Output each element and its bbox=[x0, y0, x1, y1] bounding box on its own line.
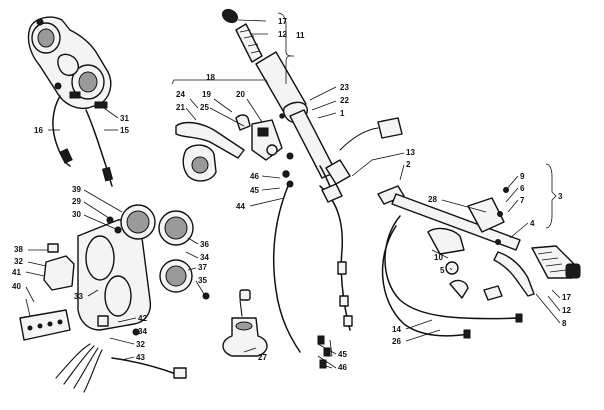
callout-11: 11 bbox=[296, 31, 305, 40]
ignition-switch bbox=[222, 289, 268, 357]
callout-19: 19 bbox=[202, 90, 211, 99]
callout-27: 27 bbox=[258, 353, 267, 362]
callout-5: 5 bbox=[440, 266, 445, 275]
callout-2: 2 bbox=[406, 160, 411, 169]
throttle-grip-assembly bbox=[221, 8, 308, 123]
callout-35: 35 bbox=[198, 276, 207, 285]
callout-39: 39 bbox=[72, 185, 81, 194]
callout-41: 41 bbox=[12, 268, 21, 277]
callout-34: 34 bbox=[200, 253, 209, 262]
callout-38: 38 bbox=[14, 245, 23, 254]
callout-28: 28 bbox=[428, 195, 437, 204]
callout-leaders bbox=[25, 12, 561, 369]
brake-lever-group bbox=[175, 113, 294, 188]
callout-31: 31 bbox=[120, 114, 129, 123]
callout-45: 45 bbox=[250, 186, 259, 195]
callout-25: 25 bbox=[200, 103, 209, 112]
callout-3: 3 bbox=[558, 192, 563, 201]
callout-44: 44 bbox=[236, 202, 245, 211]
callout-34b: 34 bbox=[138, 327, 147, 336]
callout-43: 43 bbox=[136, 353, 145, 362]
callout-30: 30 bbox=[72, 210, 81, 219]
callout-40: 40 bbox=[12, 282, 21, 291]
callout-10: 10 bbox=[434, 253, 443, 262]
callout-21: 21 bbox=[176, 103, 185, 112]
callout-46b: 46 bbox=[338, 363, 347, 372]
callout-17: 17 bbox=[278, 17, 287, 26]
callout-14: 14 bbox=[392, 325, 401, 334]
callout-36: 36 bbox=[200, 240, 209, 249]
callout-22: 22 bbox=[340, 96, 349, 105]
callout-26: 26 bbox=[392, 337, 401, 346]
callout-17b: 17 bbox=[562, 293, 571, 302]
callout-45b: 45 bbox=[338, 350, 347, 359]
callout-15: 15 bbox=[120, 126, 129, 135]
callout-16: 16 bbox=[34, 126, 43, 135]
callout-9: 9 bbox=[520, 172, 525, 181]
instrument-cluster-assembly bbox=[27, 16, 112, 110]
callout-20: 20 bbox=[236, 90, 245, 99]
switch-housing-right bbox=[339, 117, 403, 151]
callout-6: 6 bbox=[520, 184, 525, 193]
callout-32b: 32 bbox=[136, 340, 145, 349]
callout-8: 8 bbox=[562, 319, 567, 328]
callout-18: 18 bbox=[206, 73, 215, 82]
cluster-cables bbox=[52, 95, 114, 187]
callout-24: 24 bbox=[176, 90, 185, 99]
callout-37: 37 bbox=[198, 263, 207, 272]
callout-1: 1 bbox=[340, 109, 345, 118]
callout-13: 13 bbox=[406, 148, 415, 157]
callout-46: 46 bbox=[250, 172, 259, 181]
clutch-cable-center bbox=[272, 183, 353, 353]
warning-light-housing bbox=[19, 243, 75, 341]
callout-29: 29 bbox=[72, 197, 81, 206]
callout-12b: 12 bbox=[562, 306, 571, 315]
callout-4: 4 bbox=[530, 219, 535, 228]
callout-labels: 17 12 11 31 16 15 18 24 19 20 21 25 23 2… bbox=[12, 17, 571, 372]
callout-32: 32 bbox=[14, 257, 23, 266]
callout-12: 12 bbox=[278, 30, 287, 39]
callout-23: 23 bbox=[340, 83, 349, 92]
handlebar-left bbox=[289, 109, 351, 197]
wiring-harness bbox=[55, 315, 187, 393]
left-handlebar-right-side bbox=[377, 185, 581, 301]
cable-adjusters-bottom bbox=[317, 335, 331, 369]
callout-33: 33 bbox=[74, 292, 83, 301]
callout-7: 7 bbox=[520, 196, 525, 205]
right-cables bbox=[381, 215, 523, 339]
gauge-cluster-exploded bbox=[77, 204, 210, 336]
callout-42: 42 bbox=[138, 314, 147, 323]
